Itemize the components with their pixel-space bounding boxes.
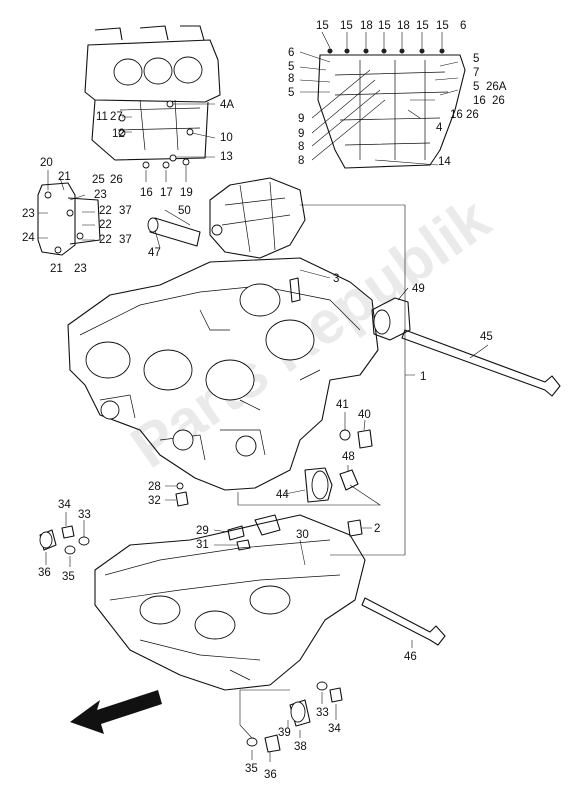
callout-label: 17 [160, 187, 173, 199]
callout-label: 24 [22, 232, 35, 244]
callout-label: 44 [276, 489, 289, 501]
callout-label: 31 [196, 539, 209, 551]
callout-labels: 15 15 18 15 18 15 15 6 6 5 5 8 8 5 7 5 2… [22, 20, 507, 781]
callout-label: 15 [416, 20, 429, 32]
callout-label: 29 [196, 525, 209, 537]
callout-label: 15 [378, 20, 391, 32]
callout-label: 37 [119, 234, 132, 246]
callout-label: 18 [397, 20, 410, 32]
left-drain-plug [39, 512, 90, 567]
direction-arrow-icon [70, 690, 162, 734]
callout-label: 39 [278, 727, 291, 739]
callout-label: 26 [110, 174, 123, 186]
callout-label: 21 [50, 263, 63, 275]
callout-label: 6 [288, 47, 294, 59]
callout-label: 35 [62, 571, 75, 583]
callout-label: 5 [288, 87, 294, 99]
callout-label: 8 [298, 155, 304, 167]
callout-label: 36 [38, 567, 51, 579]
callout-label: 1 [420, 371, 426, 383]
callout-label: 8 [298, 141, 304, 153]
callout-label: 33 [78, 509, 91, 521]
callout-label: 7 [473, 67, 479, 79]
lower-long-bolt [361, 597, 446, 648]
callout-label: 5 [473, 81, 479, 93]
callout-label: 19 [180, 187, 193, 199]
upper-case-inset [84, 25, 221, 182]
callout-label: 34 [328, 723, 341, 735]
callout-label: 45 [480, 331, 493, 343]
callout-label: 11 [96, 111, 108, 123]
callout-label: 6 [460, 20, 466, 32]
callout-label: 4A [220, 99, 234, 111]
callout-label: 21 [58, 171, 71, 183]
callout-label: 10 [220, 132, 233, 144]
callout-label: 18 [360, 20, 373, 32]
callout-label: 22 [99, 234, 112, 246]
callout-label: 25 [92, 174, 105, 186]
callout-label: 26 [492, 95, 505, 107]
callout-label: 30 [296, 529, 309, 541]
side-plugs [237, 412, 381, 506]
callout-label: 49 [412, 283, 425, 295]
callout-label: 9 [298, 113, 304, 125]
callout-label: 35 [245, 763, 258, 775]
callout-label: 9 [298, 128, 304, 140]
callout-label: 5 [288, 61, 294, 73]
callout-label: 23 [74, 263, 87, 275]
callout-label: 46 [404, 651, 417, 663]
bottom-drain-plugs [239, 681, 343, 762]
assembly-bracket [300, 204, 415, 556]
callout-label: 15 [340, 20, 353, 32]
callout-label: 38 [294, 741, 307, 753]
callout-label: 8 [288, 73, 294, 85]
callout-label: 50 [178, 205, 191, 217]
callout-label: 4 [436, 122, 443, 134]
callout-label: 16 [450, 109, 463, 121]
callout-label: 22 [99, 205, 112, 217]
callout-label: 16 [140, 187, 153, 199]
sleeve-and-long-bolt [371, 287, 561, 397]
callout-label: 15 [436, 20, 449, 32]
callout-label: 32 [148, 495, 161, 507]
callout-label: 23 [94, 189, 107, 201]
callout-label: 34 [58, 499, 71, 511]
callout-label: 26 [466, 109, 479, 121]
callout-label: 28 [148, 481, 161, 493]
callout-label: 41 [336, 399, 349, 411]
callout-label: 33 [316, 707, 329, 719]
tensioner-inset [37, 170, 101, 256]
callout-label: 16 [473, 95, 486, 107]
callout-label: 47 [148, 247, 161, 259]
oil-jet-fittings [165, 482, 189, 507]
lower-case-inset [299, 31, 466, 169]
callout-label: 13 [220, 151, 233, 163]
breather-cover [147, 177, 306, 259]
callout-label: 40 [358, 409, 371, 421]
callout-label: 20 [40, 157, 53, 169]
callout-label: 12 [112, 128, 125, 140]
callout-label: 5 [473, 53, 479, 65]
callout-label: 26A [486, 81, 507, 93]
callout-label: 3 [333, 273, 339, 285]
callout-label: 23 [22, 208, 35, 220]
callout-label: 48 [342, 451, 355, 463]
callout-label: 37 [119, 205, 132, 217]
upper-crankcase [67, 257, 379, 491]
callout-label: 27 [110, 111, 123, 123]
callout-label: 2 [374, 523, 380, 535]
lower-crankcase [94, 514, 372, 691]
callout-label: 36 [264, 769, 277, 781]
callout-label: 22 [99, 219, 112, 231]
callout-label: 14 [438, 156, 451, 168]
callout-label: 15 [316, 20, 329, 32]
